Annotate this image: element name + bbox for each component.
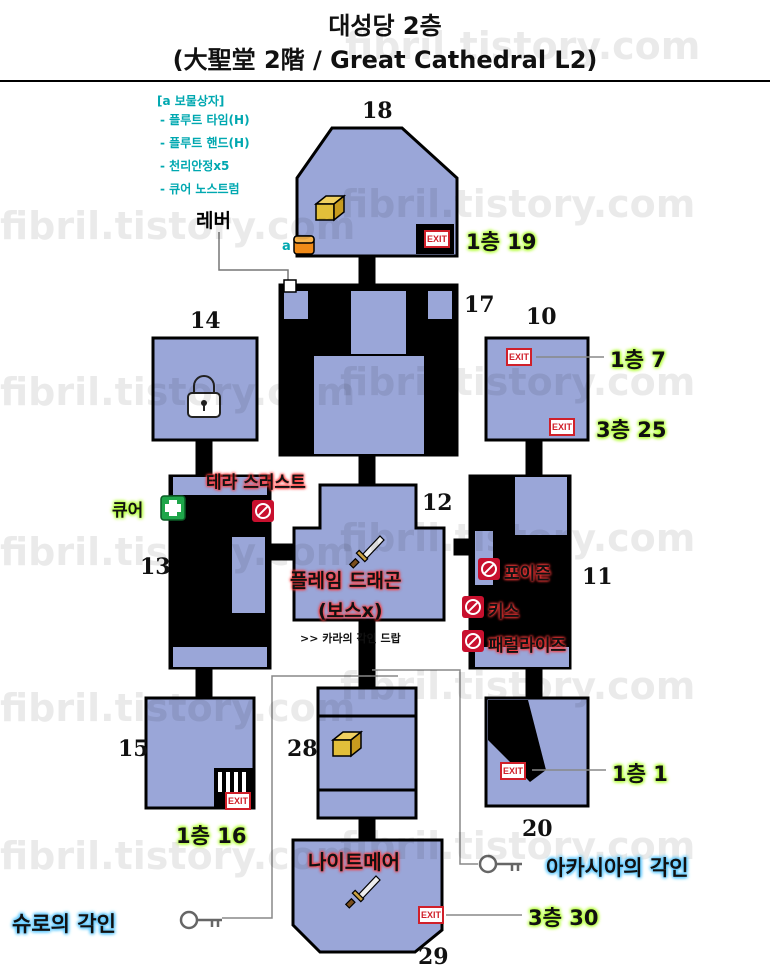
room-15: [144, 696, 256, 810]
acacia-sigil-label: 아카시아의 각인: [546, 856, 689, 880]
nightmare-label: 나이트메어: [308, 850, 400, 874]
sword-icon: [344, 875, 381, 909]
boss-tag: (보스x): [318, 600, 383, 622]
cure-cross-icon: [160, 495, 186, 521]
no-entry-icon: [252, 500, 274, 522]
room-29: [291, 838, 444, 954]
boss-name: 플레임 드래곤: [290, 570, 402, 592]
lever-leader-line: [218, 232, 289, 284]
acacia-sigil-leader: [372, 669, 478, 865]
watermark: fibril.tistory.com: [0, 530, 356, 574]
trap-label-tera-thrust: 테라 스러스트: [206, 473, 306, 493]
room-number-17: 17: [464, 292, 495, 318]
room-number-13: 13: [140, 554, 171, 580]
watermark: fibril.tistory.com: [340, 360, 696, 404]
watermark: fibril.tistory.com: [0, 370, 356, 414]
room-14: [151, 336, 259, 442]
chest-a-title: [a 보물상자]: [157, 94, 225, 108]
exit-destination-label: 1층 7: [610, 348, 666, 372]
chest-a-item: - 플루트 핸드(H): [160, 136, 250, 150]
sword-icon: [348, 535, 385, 569]
exit-destination-label: 1층 19: [466, 230, 537, 254]
chest-a-marker: a: [282, 239, 291, 254]
exit-sign[interactable]: EXIT: [225, 792, 251, 810]
corridor-17-12: [358, 453, 376, 487]
map-header: 대성당 2층 (大聖堂 2階 / Great Cathedral L2): [0, 0, 770, 82]
trap-label-paralyze: 패럴라이즈: [488, 636, 567, 656]
chest-a-icon: [293, 235, 315, 255]
shuro-key-icon: [179, 910, 222, 930]
chest-a-item: - 천리안정x5: [160, 159, 230, 173]
no-entry-icon: [462, 596, 484, 618]
exit-destination-label: 1층 16: [176, 824, 247, 848]
map-subtitle: (大聖堂 2階 / Great Cathedral L2): [172, 46, 598, 74]
room-number-15: 15: [118, 736, 149, 762]
room-number-11: 11: [582, 564, 613, 590]
watermark: fibril.tistory.com: [0, 834, 356, 878]
treasure-chest-icon: [313, 194, 347, 222]
watermark: fibril.tistory.com: [340, 664, 696, 708]
watermark: fibril.tistory.com: [340, 182, 696, 226]
no-entry-icon: [478, 558, 500, 580]
map-title: 대성당 2층: [328, 12, 442, 40]
exit-sign[interactable]: EXIT: [549, 418, 575, 436]
room-number-28: 28: [287, 736, 318, 762]
lock-icon: [187, 375, 221, 418]
room-number-12: 12: [422, 490, 453, 516]
room-number-20: 20: [522, 816, 553, 842]
corridor-18-17: [358, 253, 376, 287]
exit-destination-label: 1층 1: [612, 762, 668, 786]
acacia-key-icon: [478, 854, 522, 874]
exit-sign[interactable]: EXIT: [506, 348, 532, 366]
lever-label: 레버: [196, 210, 231, 232]
lever-switch-icon: [283, 279, 297, 293]
no-entry-icon: [462, 630, 484, 652]
room-number-10: 10: [526, 304, 557, 330]
shuro-sigil-label: 슈로의 각인: [12, 912, 116, 936]
trap-label-poison: 포이즌: [504, 564, 551, 584]
cure-label: 큐어: [112, 501, 144, 521]
room-number-14: 14: [190, 308, 221, 334]
corridor-10-11: [525, 438, 543, 478]
chest-a-item: - 플루트 타임(H): [160, 113, 250, 127]
exit-sign[interactable]: EXIT: [418, 906, 444, 924]
exit-sign[interactable]: EXIT: [500, 762, 526, 780]
watermark: fibril.tistory.com: [345, 24, 701, 68]
watermark: fibril.tistory.com: [340, 824, 696, 868]
treasure-chest-icon: [330, 730, 364, 758]
boss-drop-note: >> 카라의 각인 드랍: [300, 632, 401, 645]
chest-a-item: - 큐어 노스트럼: [160, 182, 240, 196]
trap-label-kiss: 키스: [488, 602, 520, 622]
exit-destination-label: 3층 25: [596, 418, 667, 442]
exit-destination-label: 3층 30: [528, 906, 599, 930]
exit-sign[interactable]: EXIT: [424, 230, 450, 248]
watermark: fibril.tistory.com: [340, 516, 696, 560]
room-number-18: 18: [362, 98, 393, 124]
watermark: fibril.tistory.com: [0, 686, 356, 730]
room-number-29: 29: [418, 944, 449, 970]
watermark: fibril.tistory.com: [0, 204, 356, 248]
shuro-sigil-leader: [222, 675, 398, 919]
